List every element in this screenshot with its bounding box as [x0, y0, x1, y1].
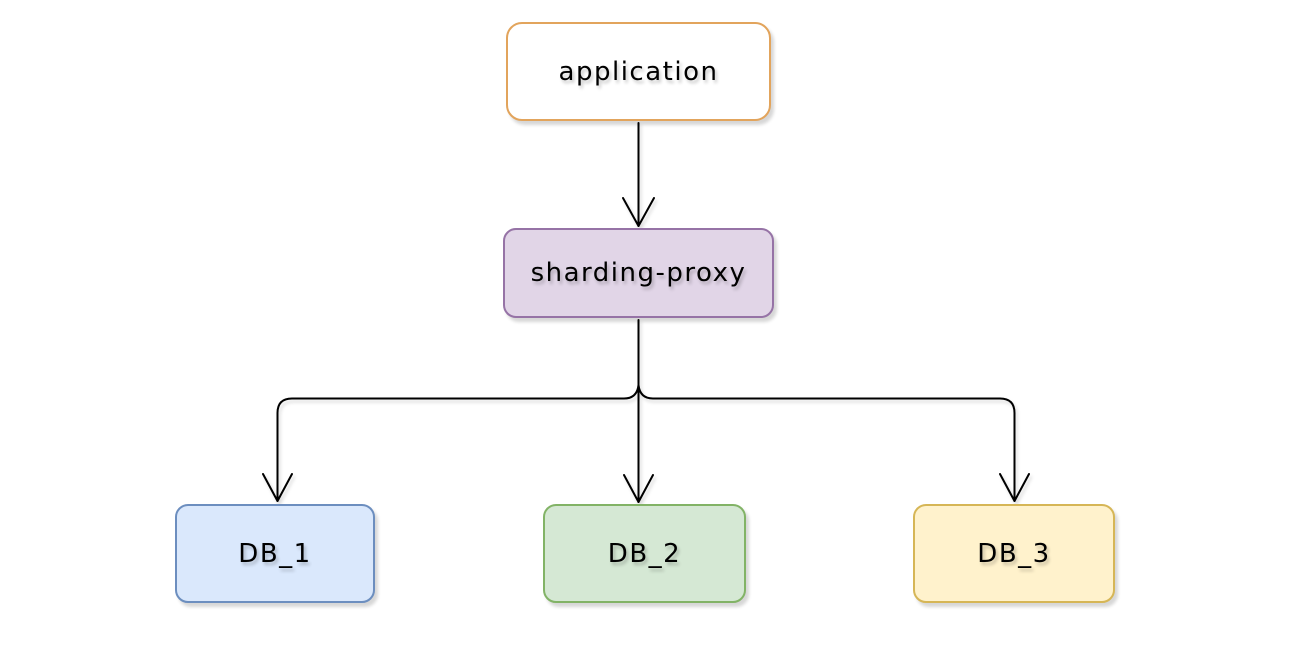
node-application: application — [506, 22, 771, 121]
node-sharding-proxy: sharding-proxy — [503, 228, 774, 318]
edge-sharding-proxy-to-db-1 — [262, 384, 640, 502]
node-db-1-label: DB_1 — [238, 538, 312, 569]
node-db-2-label: DB_2 — [607, 538, 682, 569]
edge-sharding-proxy-to-db-2 — [623, 319, 654, 503]
edge-sharding-proxy-to-db-3 — [637, 384, 1030, 502]
node-sharding-proxy-label: sharding-proxy — [530, 258, 747, 288]
edge-application-to-sharding-proxy — [622, 122, 655, 227]
node-application-label: application — [558, 56, 719, 87]
node-db-3-label: DB_3 — [977, 538, 1051, 569]
node-db-1: DB_1 — [175, 504, 375, 603]
node-db-3: DB_3 — [913, 504, 1115, 603]
node-db-2: DB_2 — [543, 504, 746, 603]
